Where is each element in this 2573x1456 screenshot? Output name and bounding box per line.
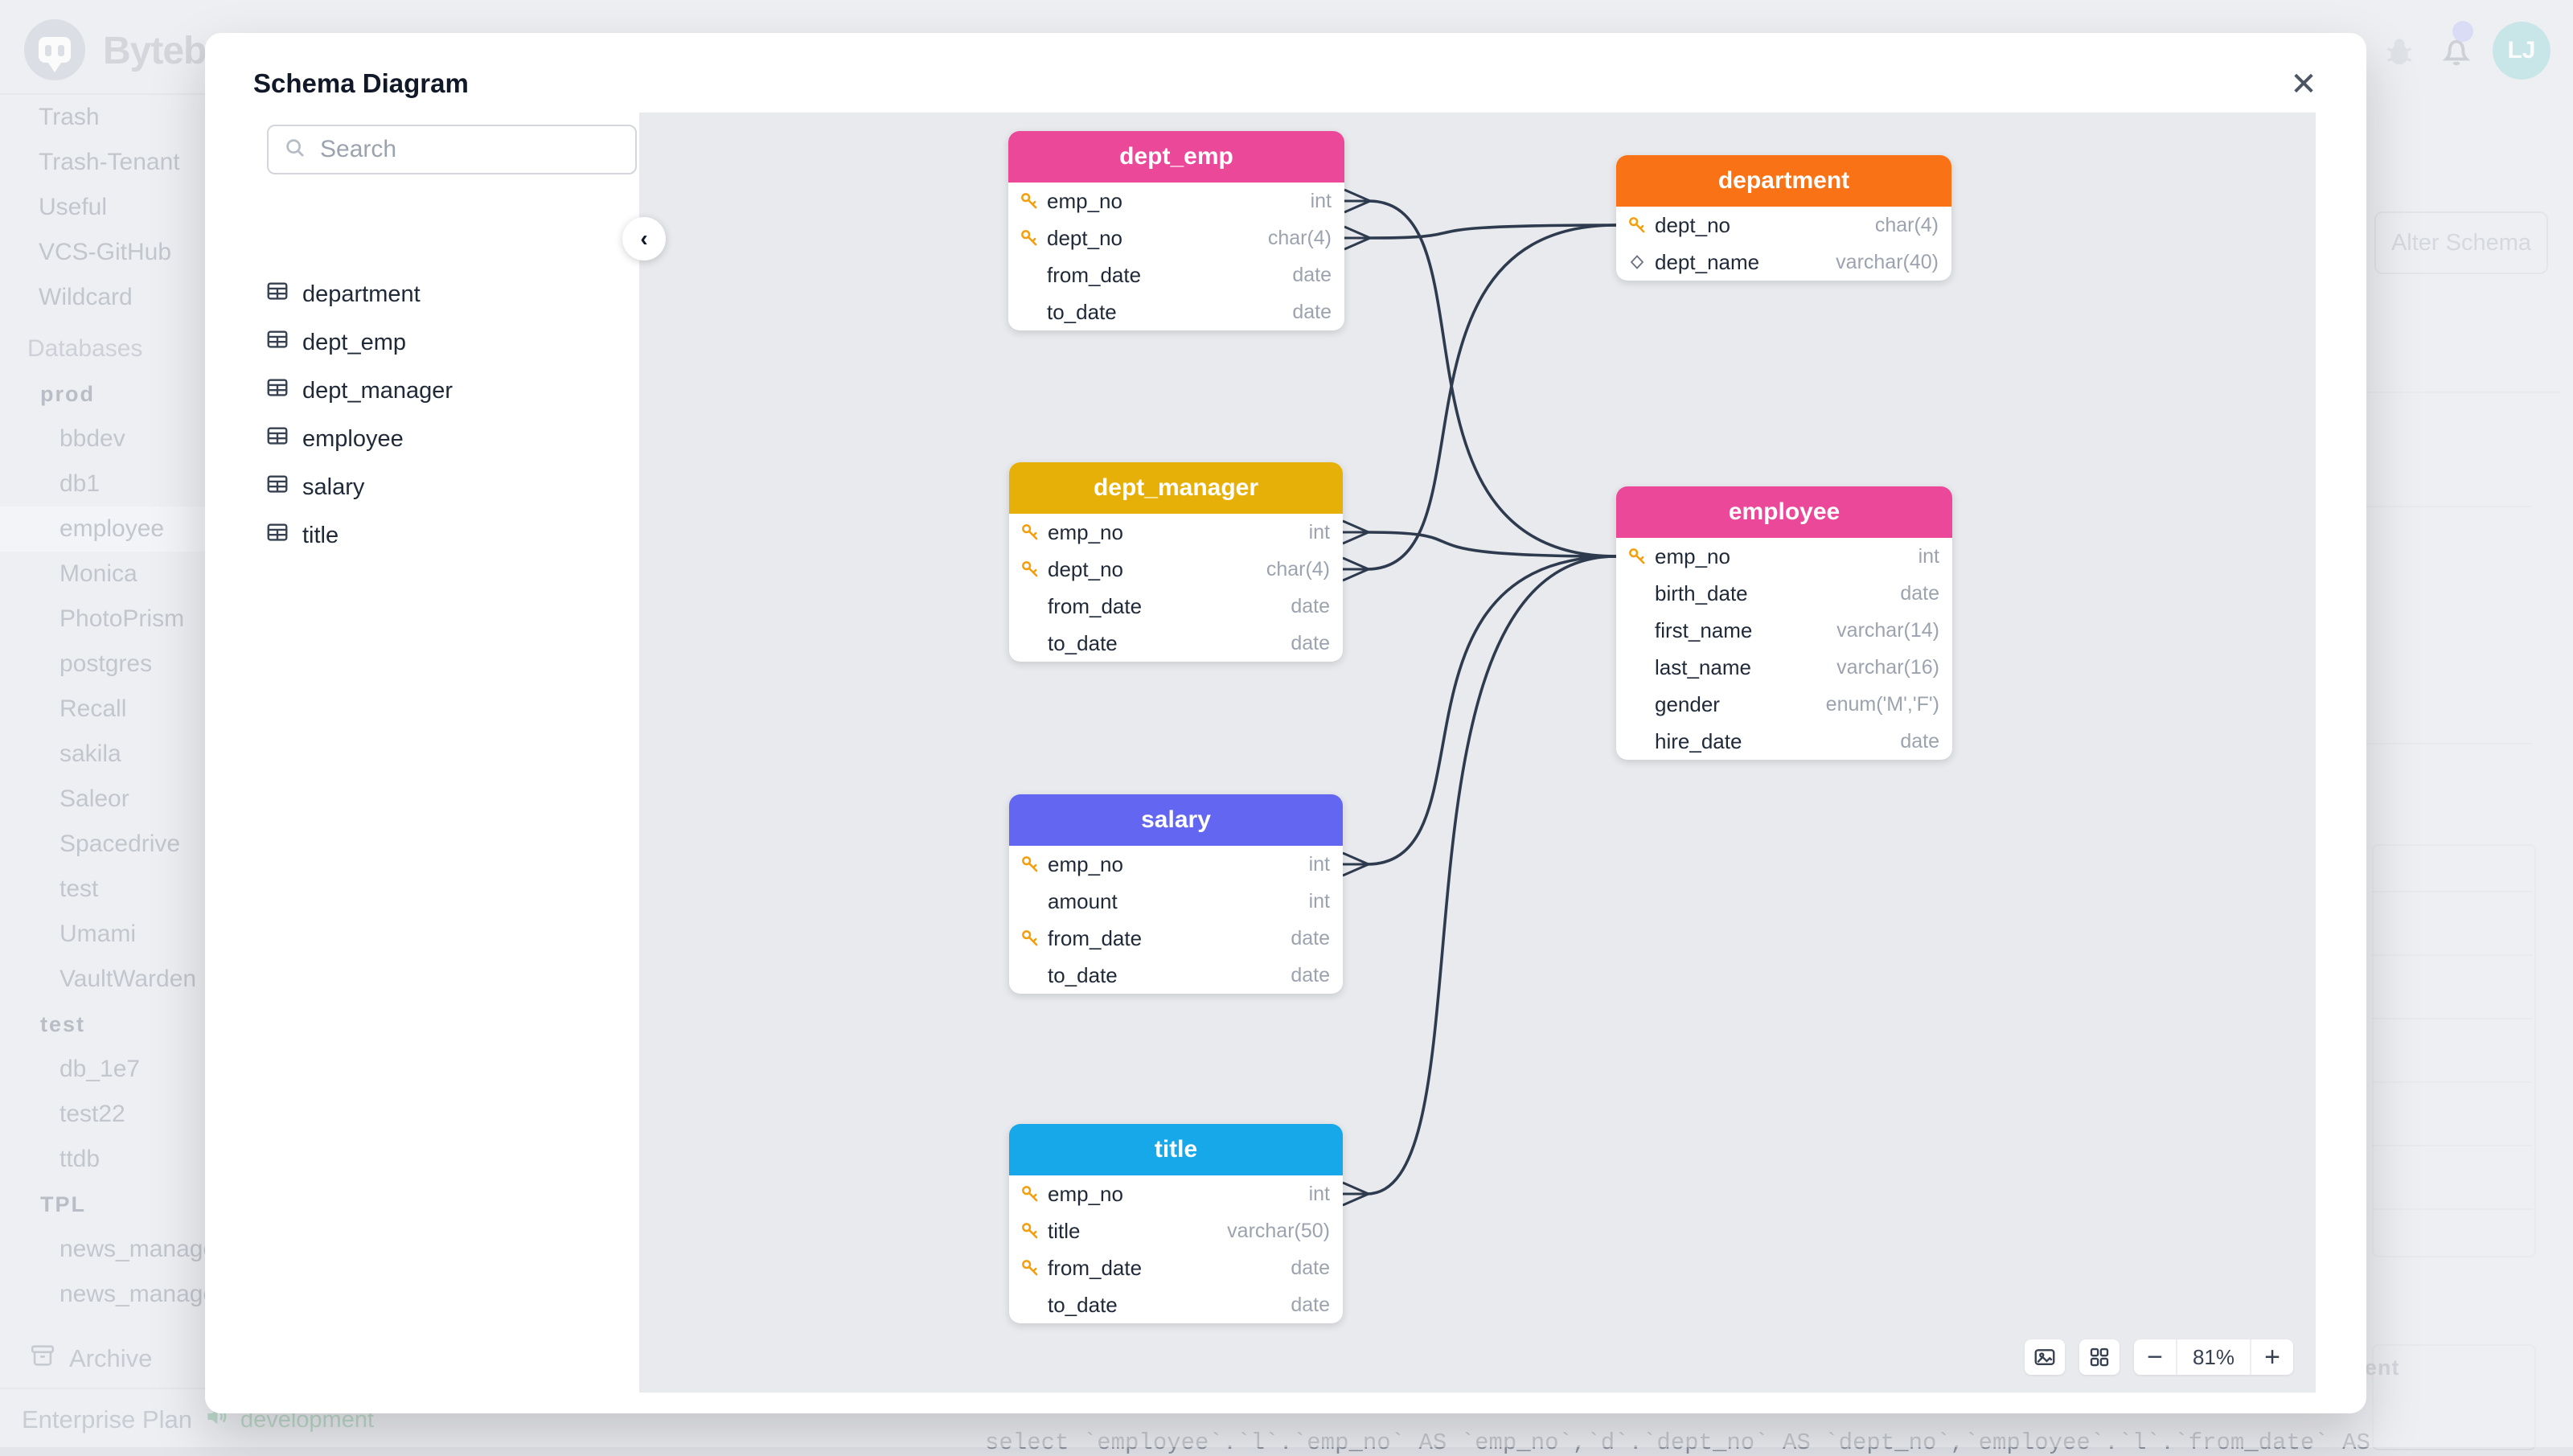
table-list-item-dept_emp[interactable]: dept_emp bbox=[265, 318, 619, 367]
relationship-edges bbox=[1342, 188, 1618, 1207]
field-spacer bbox=[1626, 619, 1648, 642]
zoom-control: − 81% + bbox=[2134, 1339, 2293, 1375]
field-spacer bbox=[1626, 582, 1648, 605]
table-list-item-title[interactable]: title bbox=[265, 511, 619, 560]
field-spacer bbox=[1626, 730, 1648, 753]
entity-header: employee bbox=[1616, 486, 1952, 538]
field-spacer bbox=[1019, 595, 1041, 617]
search-icon bbox=[283, 136, 307, 164]
key-icon bbox=[1019, 1257, 1041, 1279]
entity-header: dept_manager bbox=[1009, 462, 1343, 514]
key-icon bbox=[1019, 927, 1041, 949]
table-icon bbox=[265, 520, 289, 551]
modal-title: Schema Diagram bbox=[253, 68, 469, 98]
key-icon bbox=[1019, 558, 1041, 580]
diamond-icon bbox=[1626, 251, 1648, 273]
schema-diagram-modal: Schema Diagram ✕ departmentdept_empdept_… bbox=[205, 33, 2366, 1413]
field-spacer bbox=[1018, 301, 1040, 323]
entity-header: dept_emp bbox=[1008, 131, 1344, 183]
auto-layout-button[interactable] bbox=[2079, 1339, 2120, 1375]
field-spacer bbox=[1019, 1294, 1041, 1316]
field-spacer bbox=[1626, 693, 1648, 716]
entity-header: department bbox=[1616, 155, 1951, 207]
field-spacer bbox=[1018, 264, 1040, 286]
table-icon bbox=[265, 279, 289, 310]
zoom-level: 81% bbox=[2176, 1339, 2250, 1375]
canvas-controls: − 81% + bbox=[2025, 1339, 2293, 1375]
collapse-panel-button[interactable]: ‹ bbox=[622, 217, 666, 260]
key-icon bbox=[1626, 545, 1648, 568]
table-list-panel: departmentdept_empdept_manageremployeesa… bbox=[205, 113, 641, 1392]
table-list-item-dept_manager[interactable]: dept_manager bbox=[265, 367, 619, 415]
entity-header: salary bbox=[1009, 794, 1343, 846]
field-spacer bbox=[1019, 890, 1041, 913]
table-icon bbox=[265, 472, 289, 502]
key-icon bbox=[1019, 521, 1041, 543]
key-icon bbox=[1019, 853, 1041, 876]
key-icon bbox=[1018, 190, 1040, 212]
close-icon[interactable]: ✕ bbox=[2290, 67, 2317, 102]
zoom-out-button[interactable]: − bbox=[2147, 1341, 2163, 1372]
key-icon bbox=[1018, 227, 1040, 249]
table-icon bbox=[265, 375, 289, 406]
table-list-item-employee[interactable]: employee bbox=[265, 415, 619, 463]
key-icon bbox=[1626, 214, 1648, 236]
export-image-button[interactable] bbox=[2025, 1339, 2065, 1375]
field-spacer bbox=[1019, 632, 1041, 654]
table-list-item-salary[interactable]: salary bbox=[265, 463, 619, 511]
table-icon bbox=[265, 424, 289, 454]
key-icon bbox=[1019, 1183, 1041, 1205]
field-spacer bbox=[1626, 656, 1648, 679]
table-icon bbox=[265, 327, 289, 358]
field-spacer bbox=[1019, 964, 1041, 986]
entity-header: title bbox=[1009, 1124, 1343, 1175]
key-icon bbox=[1019, 1220, 1041, 1242]
search-box bbox=[267, 125, 637, 174]
zoom-in-button[interactable]: + bbox=[2250, 1339, 2293, 1375]
search-input[interactable] bbox=[318, 135, 611, 164]
table-list-item-department[interactable]: department bbox=[265, 270, 619, 318]
